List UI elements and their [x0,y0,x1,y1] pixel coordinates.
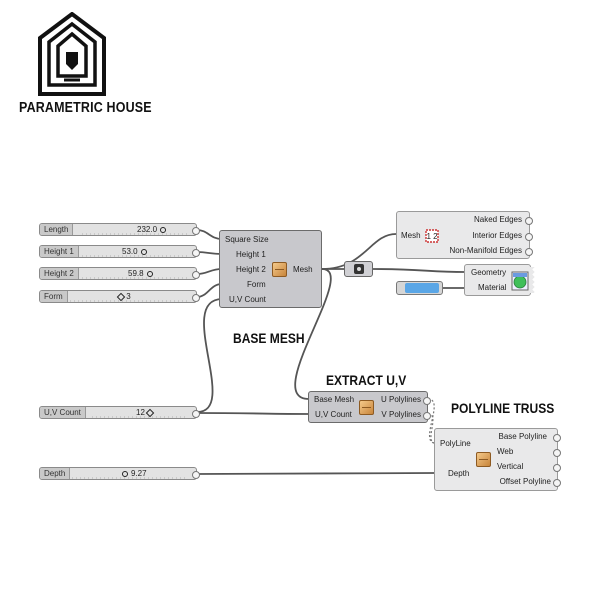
output-grip-icon[interactable] [192,271,200,279]
cluster-icon [476,452,491,467]
house-logo-icon [38,12,106,96]
cluster-icon [359,400,374,415]
output-interior-edges[interactable]: Interior Edges [472,231,522,240]
output-grip-icon[interactable] [192,294,200,302]
output-u-polylines[interactable]: U Polylines [380,395,421,404]
slider-value: 59.8 [128,269,144,278]
length-slider[interactable]: Length 232.0 [39,223,200,236]
output-mesh[interactable]: Mesh [293,265,313,274]
height1-slider[interactable]: Height 1 53.0 [39,245,200,258]
output-grip-icon[interactable] [423,397,431,405]
form-slider[interactable]: Form 3 [39,290,200,303]
wire-vpoly-truss [427,413,435,444]
input-depth[interactable]: Depth [448,469,470,478]
slider-value: 53.0 [122,247,138,256]
swatch-color [405,283,439,293]
output-base-polyline[interactable]: Base Polyline [498,432,547,441]
cluster-icon [272,262,287,277]
output-vertical[interactable]: Vertical [497,462,524,471]
output-grip-icon[interactable] [553,434,561,442]
wire-upoly-truss [427,398,435,444]
custom-preview-component[interactable]: Geometry Material [464,264,535,296]
output-grip-icon[interactable] [525,248,533,256]
slider-value: 9.27 [131,469,147,478]
depth-slider[interactable]: Depth 9.27 [39,467,200,480]
input-square-size[interactable]: Square Size [225,235,269,244]
input-height-1[interactable]: Height 1 [236,250,266,259]
output-non-manifold-edges[interactable]: Non-Manifold Edges [449,246,522,255]
wire-depth-truss [196,472,435,475]
slider-label: U,V Count [40,407,86,418]
output-grip-icon[interactable] [192,471,200,479]
brand-name: PARAMETRIC HOUSE [19,100,152,116]
relay-dot-icon [357,267,361,271]
input-base-mesh[interactable]: Base Mesh [314,395,355,404]
output-grip-icon[interactable] [553,479,561,487]
base-mesh-title: BASE MESH [233,330,305,346]
height2-slider[interactable]: Height 2 59.8 [39,267,200,280]
extract-uv-component[interactable]: Base Mesh U,V Count U Polylines V Polyli… [308,391,431,423]
wire-uvcount-extract [196,412,310,415]
slider-handle-icon[interactable] [146,270,153,277]
slider-handle-icon[interactable] [122,470,128,477]
polyline-truss-component[interactable]: PolyLine Depth Base Polyline Web Vertica… [434,428,561,491]
slider-handle-icon[interactable] [116,292,126,302]
slider-label: Form [40,291,68,302]
output-grip-icon[interactable] [192,410,200,418]
input-uv-count[interactable]: U,V Count [229,295,266,304]
slider-label: Length [40,224,74,235]
slider-value: 12 [136,408,145,417]
mesh-edges-icon: 1 2 [425,229,439,243]
wire-uvcount-basemesh [196,298,223,413]
slider-value: 232.0 [137,225,158,234]
preview-sphere-icon [511,271,529,291]
wire-relay-geometry [372,268,466,273]
output-web[interactable]: Web [497,447,514,456]
output-naked-edges[interactable]: Naked Edges [473,215,522,224]
output-grip-icon[interactable] [553,464,561,472]
slider-label: Height 2 [40,268,79,279]
input-material[interactable]: Material [478,283,507,292]
base-mesh-component[interactable]: Square Size Height 1 Height 2 Form U,V C… [219,230,322,308]
polyline-truss-title: POLYLINE TRUSS [451,400,555,416]
component-edge [530,267,535,293]
output-v-polylines[interactable]: V Polylines [381,410,421,419]
slider-label: Depth [40,468,71,479]
slider-handle-icon[interactable] [140,248,147,255]
wire-mesh-extract [294,268,332,400]
extract-uv-title: EXTRACT U,V [326,372,407,388]
input-geometry[interactable]: Geometry [471,268,507,277]
output-grip-icon[interactable] [423,412,431,420]
wire-mesh-edges [321,233,397,270]
slider-handle-icon[interactable] [145,408,155,418]
input-height-2[interactable]: Height 2 [236,265,266,274]
output-grip-icon[interactable] [553,449,561,457]
output-grip-icon[interactable] [192,227,200,235]
svg-text:1 2: 1 2 [426,232,438,241]
uv-count-slider[interactable]: U,V Count 12 [39,406,200,419]
output-grip-icon[interactable] [525,233,533,241]
input-form[interactable]: Form [247,280,266,289]
output-grip-icon[interactable] [192,249,200,257]
output-offset-polyline[interactable]: Offset Polyline [499,477,551,486]
slider-label: Height 1 [40,246,79,257]
preview-relay[interactable] [344,261,373,277]
output-grip-icon[interactable] [525,217,533,225]
input-uv-count[interactable]: U,V Count [315,410,352,419]
mesh-edges-component[interactable]: Mesh 1 2 Naked Edges Interior Edges Non-… [396,211,533,259]
slider-handle-icon[interactable] [160,226,167,233]
input-mesh[interactable]: Mesh [401,231,421,240]
slider-value: 3 [126,292,131,301]
colour-swatch[interactable] [396,281,443,295]
input-polyline[interactable]: PolyLine [440,439,471,448]
